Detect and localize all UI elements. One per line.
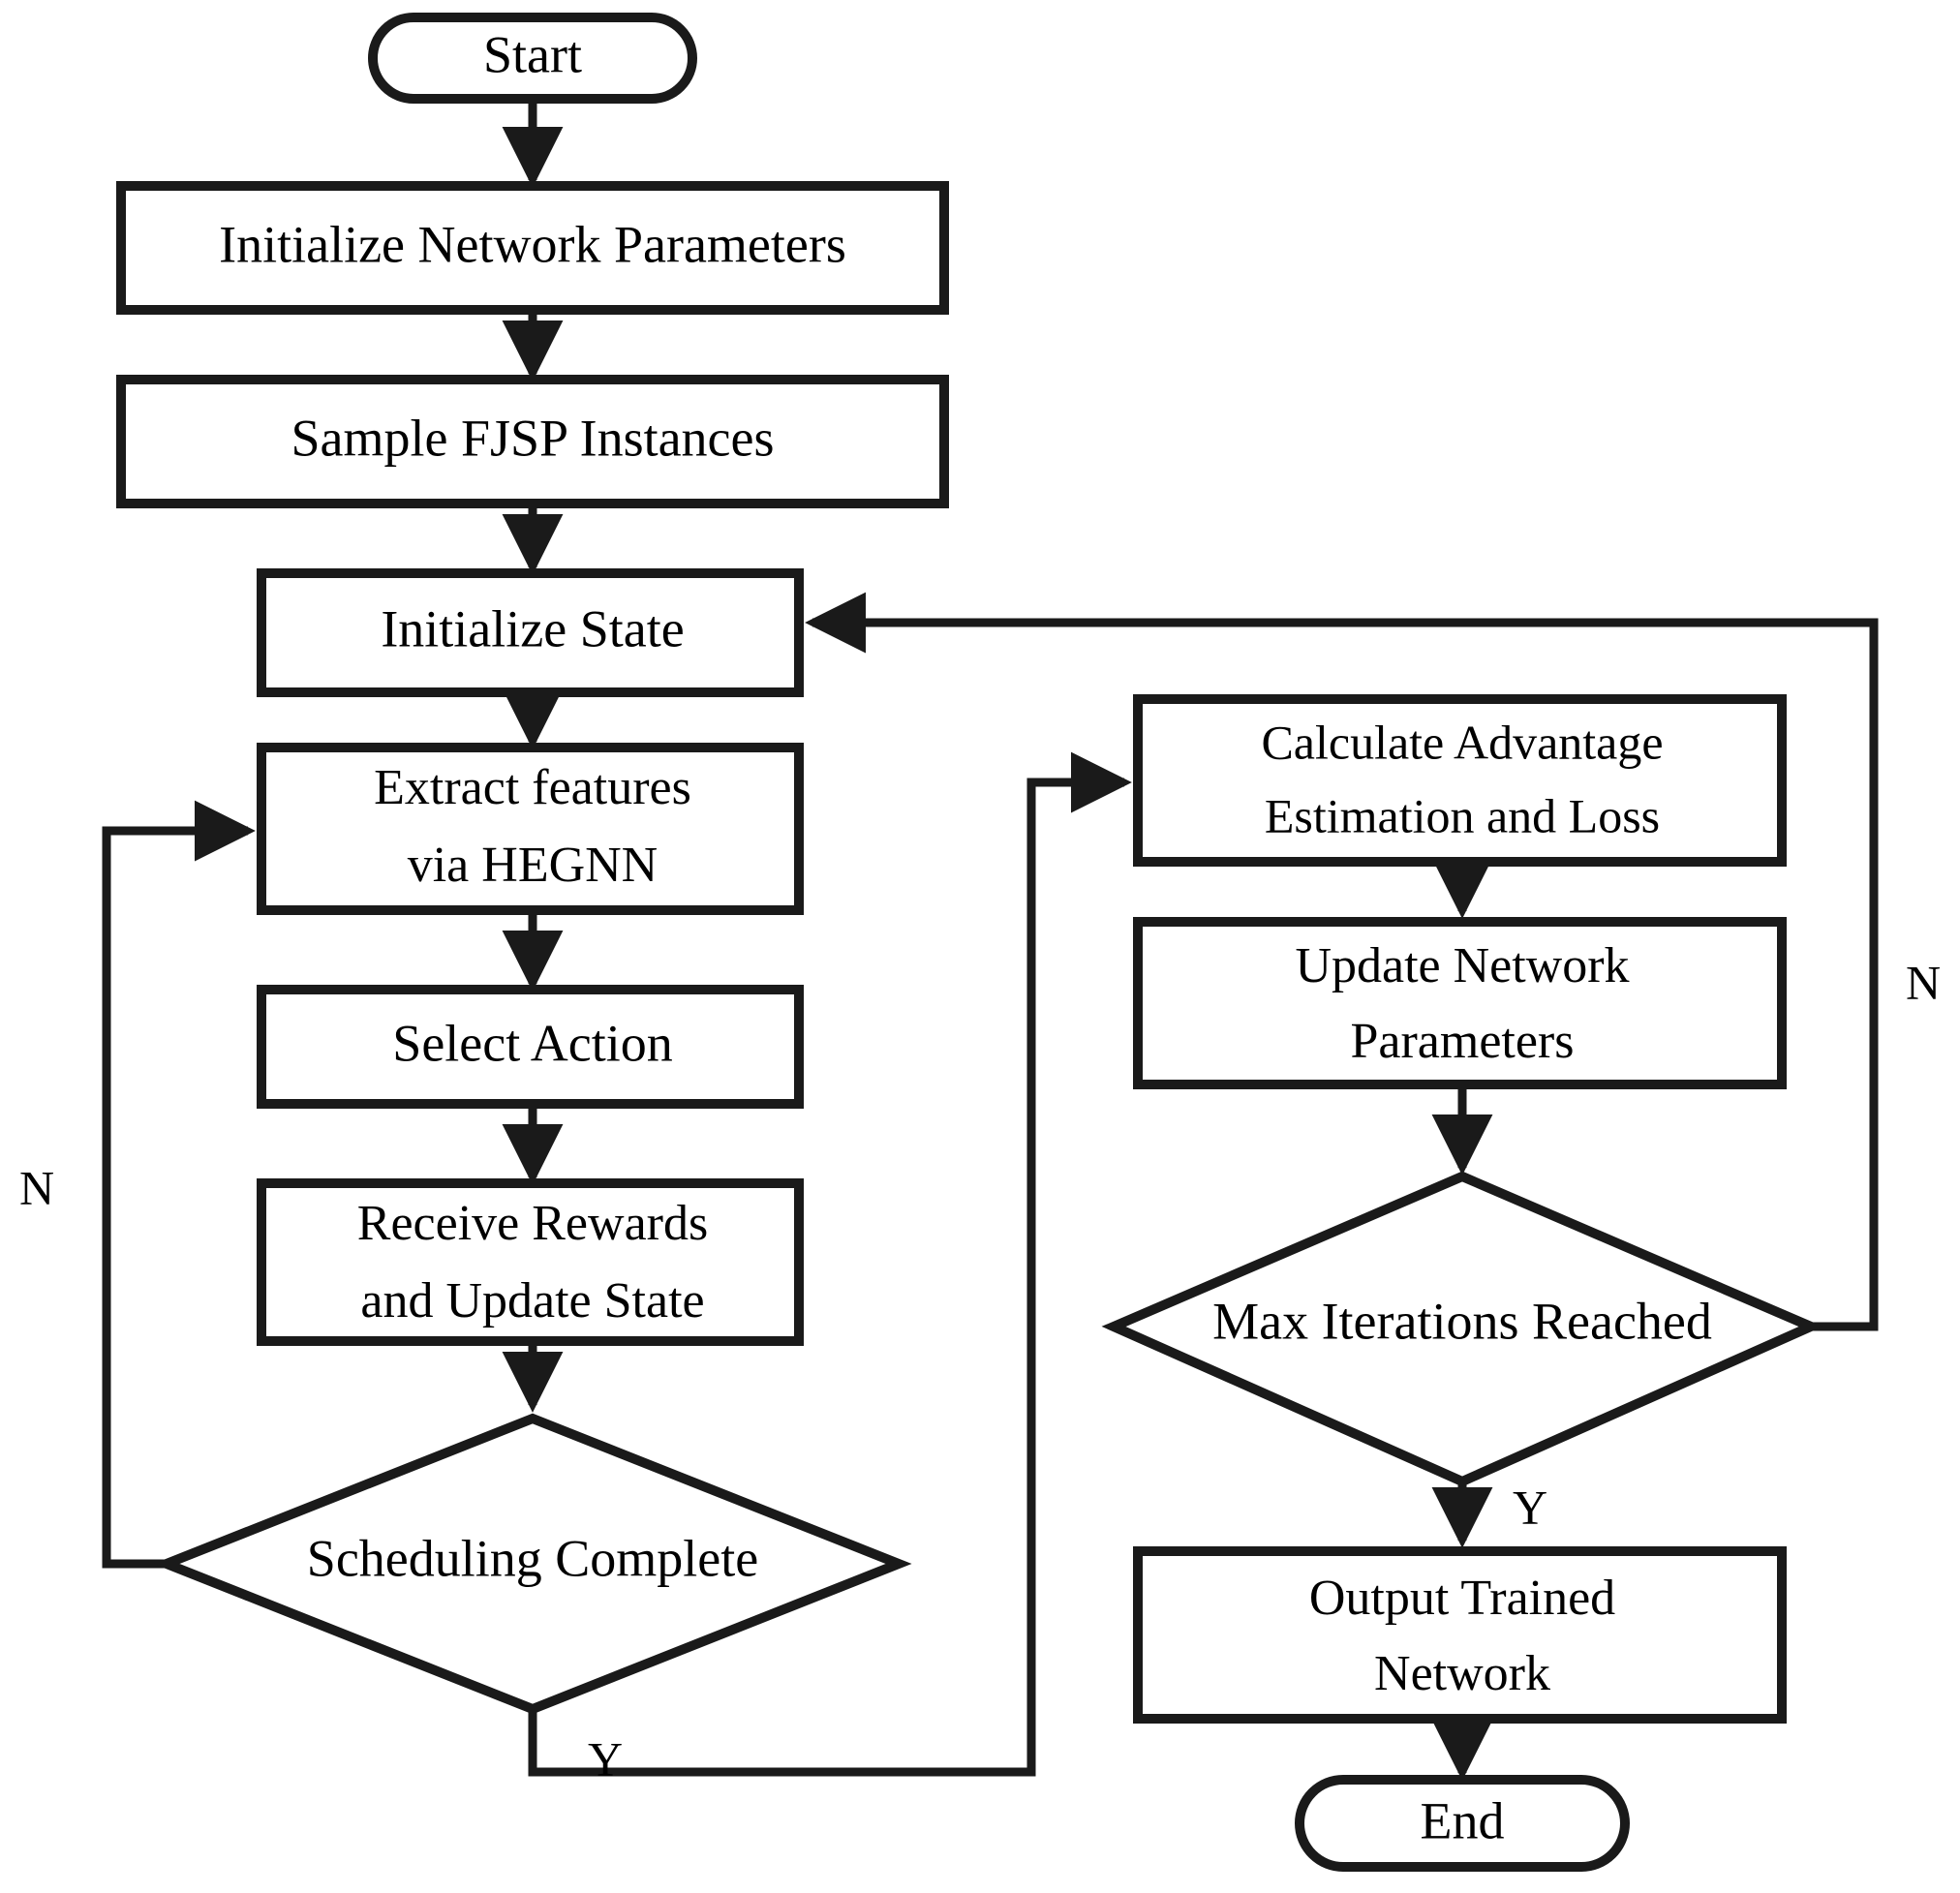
edge-label-scheduling-yes: Y xyxy=(588,1731,623,1786)
node-select-action-label: Select Action xyxy=(392,1014,672,1072)
edge-label-iterations-yes: Y xyxy=(1513,1480,1547,1534)
node-scheduling-complete-label: Scheduling Complete xyxy=(307,1529,758,1587)
node-output-trained-network-label-line2: Network xyxy=(1374,1646,1550,1701)
node-init-state-label: Initialize State xyxy=(381,599,684,657)
node-end[interactable] xyxy=(1295,1775,1630,1872)
node-init-state[interactable] xyxy=(257,568,804,697)
node-receive-rewards-label-line2: and Update State xyxy=(360,1273,704,1328)
node-calculate-advantage-label-line1: Calculate Advantage xyxy=(1261,715,1663,769)
node-scheduling-complete[interactable] xyxy=(153,1413,912,1715)
node-receive-rewards[interactable] xyxy=(257,1178,804,1346)
edge-label-scheduling-no: N xyxy=(19,1160,54,1214)
node-calculate-advantage[interactable] xyxy=(1133,694,1787,867)
edge-iter-no-loop xyxy=(805,592,1879,1331)
node-start-label: Start xyxy=(483,25,582,83)
node-max-iterations-label: Max Iterations Reached xyxy=(1212,1292,1712,1350)
node-init-params-label: Initialize Network Parameters xyxy=(219,215,846,273)
node-update-network-label-line2: Parameters xyxy=(1350,1014,1574,1069)
node-sample-fjsp-label: Sample FJSP Instances xyxy=(291,409,775,467)
node-extract-features-label-line2: via HEGNN xyxy=(408,838,658,893)
node-output-trained-network[interactable] xyxy=(1133,1546,1787,1724)
node-update-network[interactable] xyxy=(1133,917,1787,1089)
node-calculate-advantage-label-line2: Estimation and Loss xyxy=(1265,788,1660,842)
node-extract-features[interactable] xyxy=(257,743,804,915)
node-init-params[interactable] xyxy=(116,181,949,315)
edge-sched-yes-to-calc-adv xyxy=(528,751,1132,1777)
node-output-trained-network-label-line1: Output Trained xyxy=(1309,1571,1615,1626)
edge-label-iterations-no: N xyxy=(1906,955,1941,1009)
node-select-action[interactable] xyxy=(257,985,804,1109)
node-update-network-label-line1: Update Network xyxy=(1295,938,1629,993)
node-sample-fjsp[interactable] xyxy=(116,375,949,508)
node-max-iterations[interactable] xyxy=(1101,1171,1823,1487)
edge-sched-no-loop xyxy=(102,800,256,1569)
node-receive-rewards-label-line1: Receive Rewards xyxy=(357,1196,708,1251)
node-end-label: End xyxy=(1421,1791,1505,1849)
node-extract-features-label-line1: Extract features xyxy=(374,760,691,815)
node-start[interactable] xyxy=(368,13,697,104)
